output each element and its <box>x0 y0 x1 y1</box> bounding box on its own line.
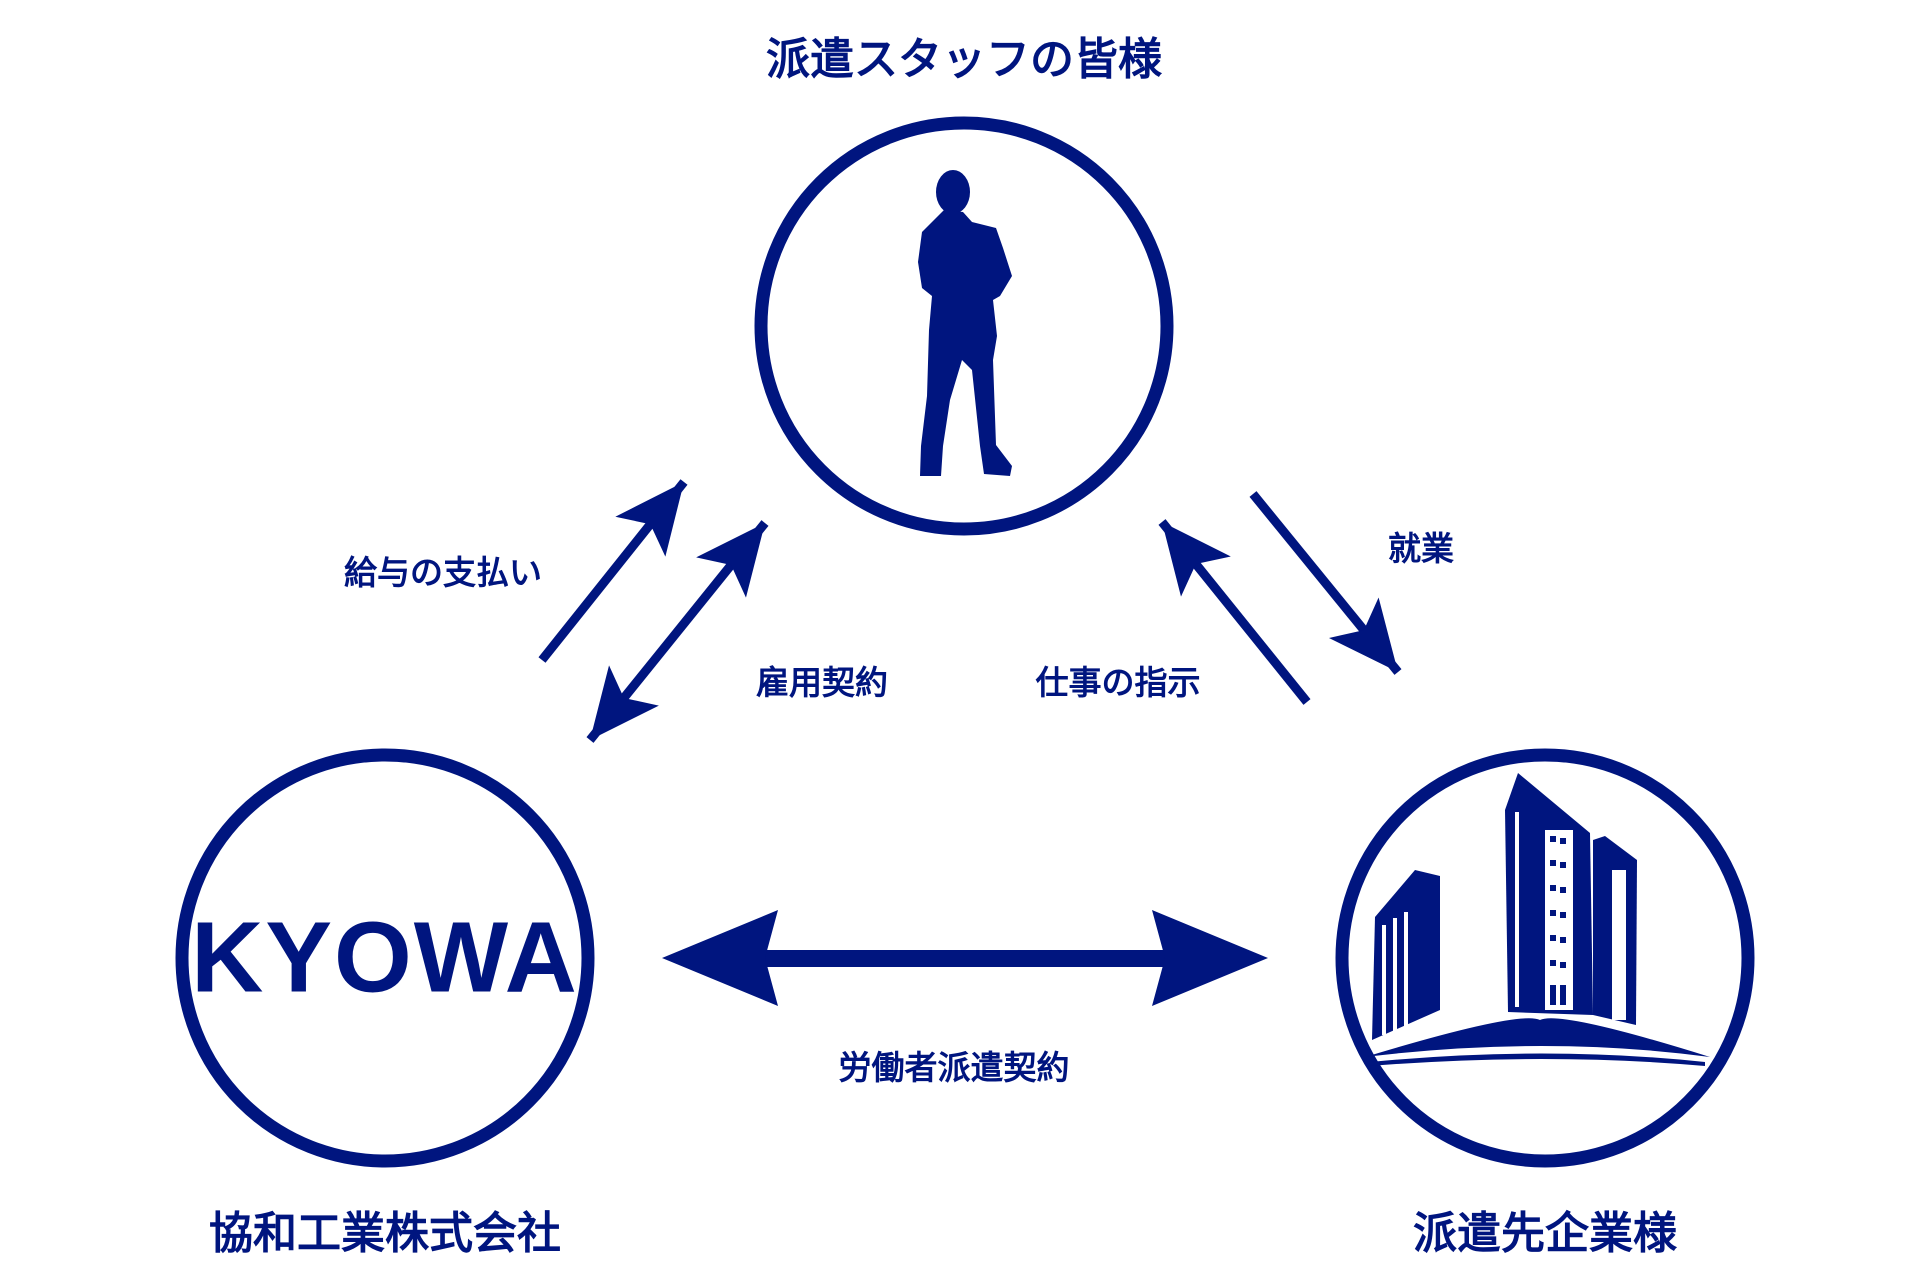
kyowa-circle <box>175 748 595 1168</box>
salary-arrow <box>538 479 688 663</box>
dispatch-contract-arrow <box>662 910 1268 1006</box>
work-instruction-label: 仕事の指示 <box>1035 663 1201 702</box>
kyowa-logo: KYOWA <box>191 901 579 1014</box>
work-label: 就業 <box>1388 529 1454 568</box>
work-instruction-arrow <box>1158 519 1311 705</box>
client-title: 派遣先企業様 <box>1413 1208 1677 1259</box>
dispatch-contract-label: 労働者派遣契約 <box>838 1048 1070 1087</box>
employment-contract-arrow <box>586 520 769 743</box>
kyowa-title: 協和工業株式会社 <box>209 1208 561 1259</box>
work-arrow <box>1249 491 1402 675</box>
client-circle <box>1335 748 1755 1168</box>
staff-title: 派遣スタッフの皆様 <box>766 34 1162 85</box>
office-building-icon <box>1365 773 1710 1066</box>
person-silhouette-icon <box>918 170 1012 476</box>
employment-contract-label: 雇用契約 <box>756 663 888 702</box>
staff-circle <box>754 116 1174 536</box>
salary-label: 給与の支払い <box>344 553 542 592</box>
